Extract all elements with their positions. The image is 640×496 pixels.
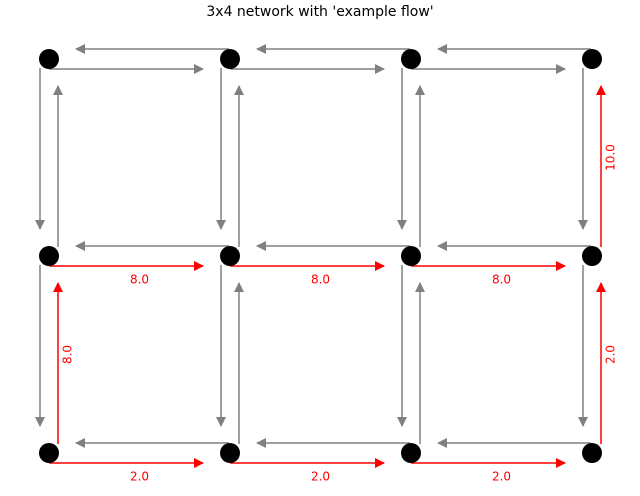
- edge-label-r2c2-to-r2c3: 2.0: [492, 470, 511, 484]
- node-r2c3: [582, 443, 602, 463]
- node-r2c2: [401, 443, 421, 463]
- node-r2c0: [39, 443, 59, 463]
- node-r1c0: [39, 246, 59, 266]
- node-r0c3: [582, 49, 602, 69]
- figure-title: 3x4 network with 'example flow': [206, 4, 434, 20]
- node-r0c0: [39, 49, 59, 69]
- edge-label-r2c0-to-r2c1: 2.0: [130, 470, 149, 484]
- nodes-layer: [39, 49, 602, 463]
- edge-label-r1c2-to-r1c3: 8.0: [492, 273, 511, 287]
- edge-label-r2c1-to-r2c2: 2.0: [311, 470, 330, 484]
- edges-layer: [35, 44, 606, 468]
- node-r1c1: [220, 246, 240, 266]
- node-r0c1: [220, 49, 240, 69]
- node-r0c2: [401, 49, 421, 69]
- edge-labels-layer: 8.0 8.0 8.0 2.0 2.0 2.0 10.0 8.0 2.0: [61, 144, 618, 483]
- node-r2c1: [220, 443, 240, 463]
- edge-label-r1c1-to-r1c2: 8.0: [311, 273, 330, 287]
- edge-label-r1c3-to-r0c3: 10.0: [604, 144, 618, 171]
- edge-label-r2c0-to-r1c0: 8.0: [61, 345, 75, 364]
- node-r1c3: [582, 246, 602, 266]
- node-r1c2: [401, 246, 421, 266]
- edge-label-r2c3-to-r1c3: 2.0: [604, 345, 618, 364]
- edge-label-r1c0-to-r1c1: 8.0: [130, 273, 149, 287]
